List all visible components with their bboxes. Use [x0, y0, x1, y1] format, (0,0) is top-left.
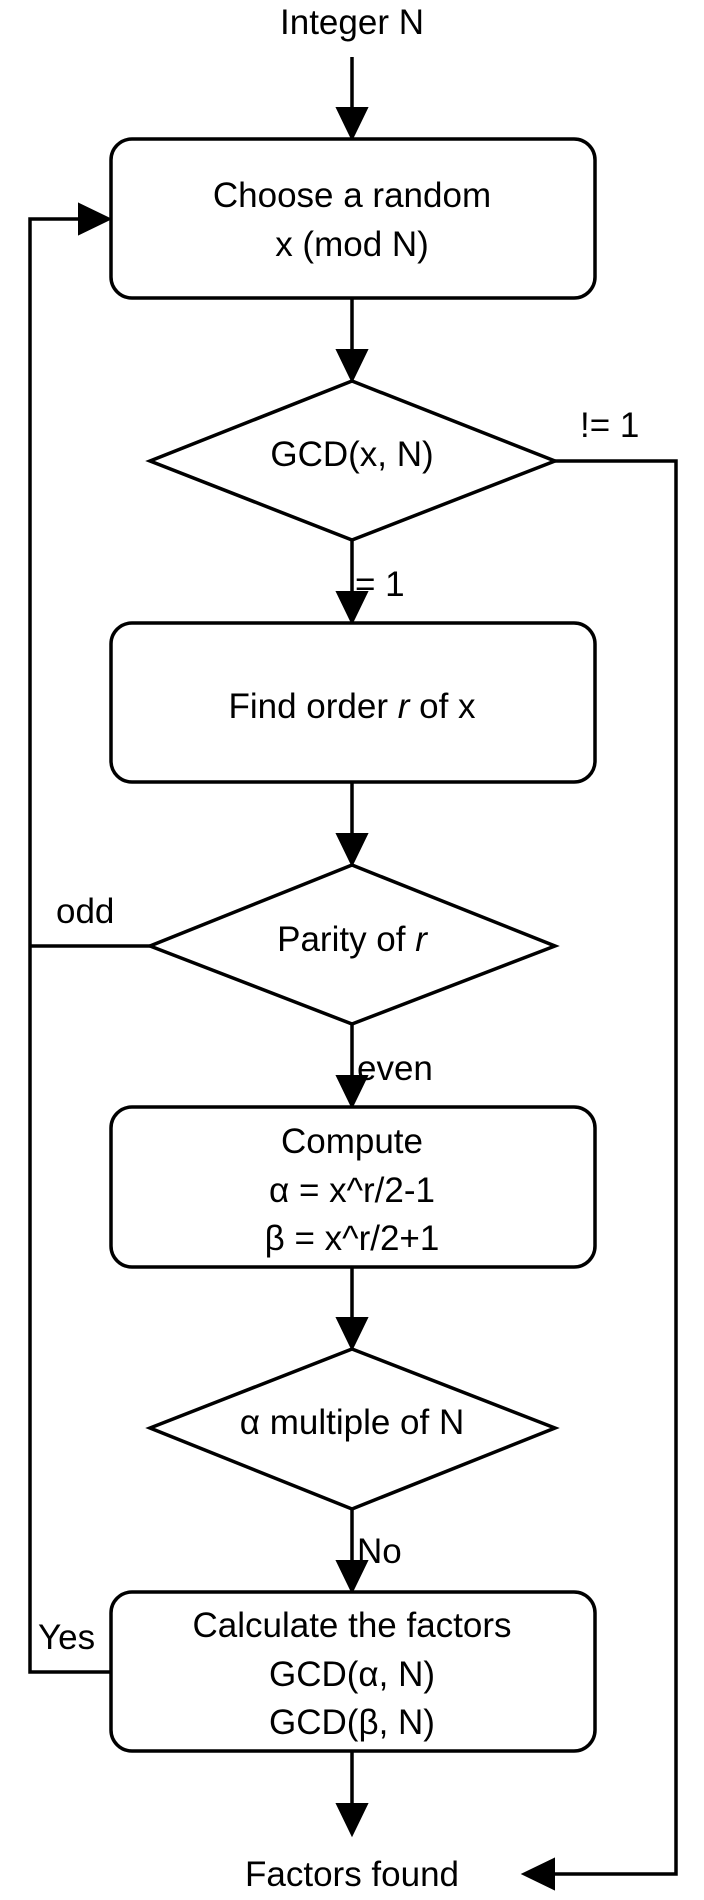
parity-prefix: Parity of	[277, 920, 415, 959]
parity-variable: r	[415, 920, 428, 959]
choose-random-line-1: Choose a random	[213, 176, 491, 215]
calculate-line-1: Calculate the factors	[192, 1606, 511, 1645]
compute-line-3: β = x^r/2+1	[265, 1219, 440, 1258]
parity-decision-node: Parity of r	[145, 863, 560, 1026]
edge-label-no: No	[357, 1532, 402, 1571]
compute-line-2: α = x^r/2-1	[269, 1171, 435, 1210]
gcd-decision-label: GCD(x, N)	[270, 435, 433, 474]
edge-parity-to-compute	[335, 1024, 369, 1110]
calculate-factors-node: Calculate the factors GCD(α, N) GCD(β, N…	[109, 1590, 597, 1753]
edge-input-to-choose	[335, 57, 369, 142]
edge-gcd-to-find-order	[335, 540, 369, 626]
compute-node: Compute α = x^r/2-1 β = x^r/2+1	[109, 1105, 597, 1269]
edge-label-yes: Yes	[38, 1618, 95, 1657]
edge-compute-to-multiple	[335, 1267, 369, 1352]
parity-decision-label: Parity of r	[277, 920, 428, 959]
find-order-variable: r	[398, 687, 411, 726]
find-order-node: Find order r of x	[109, 621, 597, 784]
calculate-line-2: GCD(α, N)	[269, 1655, 435, 1694]
multiple-decision-label: α multiple of N	[240, 1403, 464, 1442]
edge-choose-to-gcd	[335, 298, 369, 384]
choose-random-node: Choose a random x (mod N)	[109, 137, 597, 300]
find-order-suffix: of x	[409, 687, 476, 726]
find-order-label: Find order r of x	[228, 687, 476, 726]
multiple-decision-node: α multiple of N	[145, 1347, 560, 1511]
edge-label-odd: odd	[56, 892, 114, 931]
calculate-line-3: GCD(β, N)	[269, 1703, 435, 1742]
edge-loop-back-to-choose	[28, 202, 150, 1674]
gcd-decision-node: GCD(x, N)	[145, 379, 560, 542]
edge-label-not-equal-one: != 1	[580, 406, 639, 445]
choose-random-line-2: x (mod N)	[275, 225, 429, 264]
edge-find-order-to-parity	[335, 782, 369, 868]
find-order-prefix: Find order	[228, 687, 397, 726]
input-label: Integer N	[280, 3, 424, 42]
edge-gcd-to-output	[520, 459, 678, 1891]
edge-label-even: even	[357, 1049, 433, 1088]
edge-multiple-to-calculate	[335, 1509, 369, 1595]
edge-label-equal-one: = 1	[355, 565, 405, 604]
compute-line-1: Compute	[281, 1122, 423, 1161]
output-label: Factors found	[245, 1855, 459, 1894]
edge-calculate-to-output	[335, 1751, 369, 1838]
